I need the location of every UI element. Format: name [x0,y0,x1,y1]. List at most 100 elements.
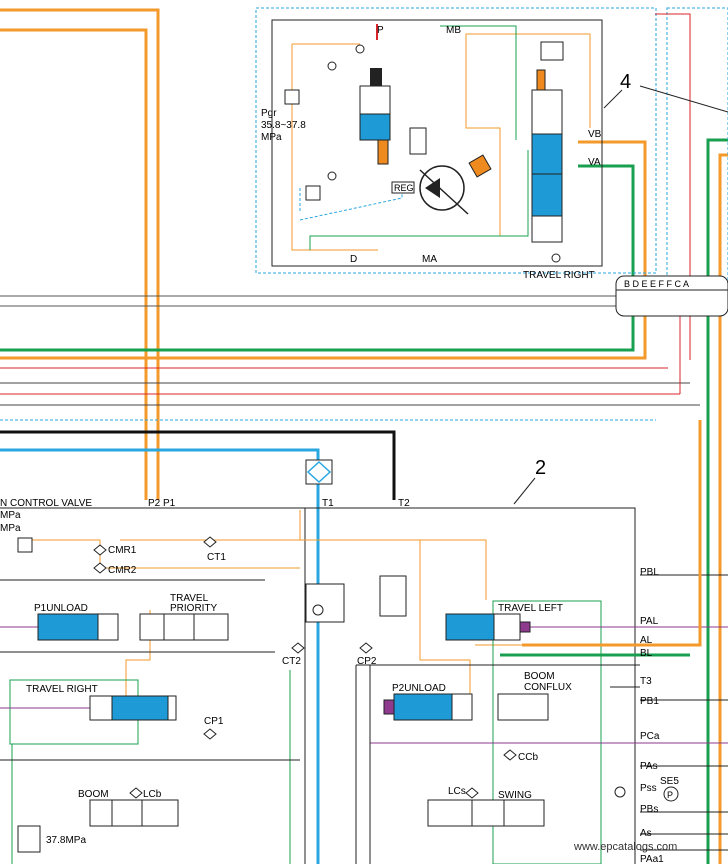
motor-variable-arrow [419,169,469,215]
label-as: As [640,828,652,839]
boom-spool [89,799,179,827]
label-cmr2: CMR2 [108,565,137,576]
check-valve [551,253,561,263]
t2-relief-valve [379,575,407,617]
label-boom-conflux-1: BOOM [524,671,555,682]
motor-orange-line [291,44,378,251]
label-pca: PCa [640,731,660,742]
p2unload-spool-white [451,693,473,721]
travel-motor-symbol [419,165,465,211]
control-valve-frame [304,507,636,864]
label-t1: T1 [322,498,334,509]
label-boom: BOOM [78,789,109,800]
label-ccb: CCb [518,752,538,763]
p1unload-spool-white [97,613,119,641]
motor-green-line [309,150,529,250]
check-valve [327,61,337,71]
label-mpa-1: MPa [0,510,21,521]
label-pss: Pss [640,783,657,794]
label-p1unload: P1UNLOAD [34,603,88,614]
label-pbs: PBs [640,804,658,815]
p2unload-spool-blue [393,693,453,721]
brake-valve-orange [377,139,389,165]
callout-2-leader [513,477,536,505]
travel-left-spool-blue [445,613,495,641]
label-pb1: PB1 [640,696,659,707]
label-control-valve: N CONTROL VALVE [0,498,92,509]
brake-valve-top [359,85,391,115]
label-se5: SE5 [660,776,679,787]
label-ct2: CT2 [282,656,301,667]
label-travel-priority-2: PRIORITY [170,603,218,614]
travel-right-spool-white [89,695,113,721]
cv-orange-line [300,539,487,600]
relief-valve-pgr [284,89,300,105]
label-lcs: LCs [448,786,466,797]
t1-check-circle [312,604,324,616]
label-mpa-2: MPa [0,523,21,534]
lcb-check [129,787,143,799]
reg-box [391,181,415,194]
label-al: AL [640,635,653,646]
label-pgr-unit: MPa [261,132,282,143]
label-vb: VB [588,129,602,140]
motor-body-frame [271,19,603,267]
cmr2-check [93,562,107,574]
brake-valve-blue [359,113,391,141]
label-swing: SWING [498,790,532,801]
tank-black-line [0,430,396,500]
counterbalance-orange [536,69,546,91]
control-valve-group: 2 [0,420,728,864]
label-pgr-range: 35.8~37.8 [261,120,306,131]
pilot-orange-line-outer [0,8,160,500]
ct1-check [203,536,217,548]
label-travel-left: TRAVEL LEFT [498,603,563,614]
counterbalance-cap [540,41,564,61]
label-travel-priority-1: TRAVEL [170,593,209,604]
label-boom-relief: 37.8MPa [46,835,86,846]
ccb-check [503,749,517,761]
cv-orange-line [120,510,301,541]
label-p2-p1: P2 P1 [148,498,176,509]
label-t2: T2 [398,498,410,509]
travel-left-spool-white [493,613,521,641]
counterbalance-blue-2 [531,173,563,217]
port-strip: B D E E F F C A [615,275,728,317]
label-lcb: LCb [143,789,162,800]
t1-check-block [305,583,345,623]
boom-relief-valve [17,825,41,853]
counterbalance-blue-1 [531,133,563,175]
cp1-check [203,728,217,740]
travel-left-cap [519,621,531,633]
label-cp1: CP1 [204,716,224,727]
motor-green-line [440,25,517,140]
callout-2-number: 2 [535,457,546,479]
label-bl: BL [640,648,653,659]
callout-4-leader [639,85,728,113]
brake-valve-cap [370,68,382,86]
label-t3: T3 [640,676,652,687]
left-gauge-block [17,537,33,553]
label-mb: MB [446,25,461,36]
travel-right-spool-white2 [167,695,177,721]
label-ma: MA [422,254,437,265]
cp2-check [359,642,373,654]
label-cp2: CP2 [357,656,377,667]
travel-priority-spool [139,613,229,641]
reg-label: REG [394,183,414,193]
travel-right-motor-group: REG P MB Pgr 35.8~37.8 MPa VB VA D MA TR… [255,7,728,394]
se5-pressure-sensor [663,786,679,802]
check-valve [355,44,365,54]
port-strip-frame [615,275,728,317]
pss-shuttle [614,786,626,798]
lcs-check [465,787,479,799]
label-pgr: Pgr [261,108,277,119]
label-travel-right-valve: TRAVEL RIGHT [26,684,98,695]
label-pbl: PBL [640,567,659,578]
label-cmr1: CMR1 [108,545,137,556]
va-green-line [0,164,635,352]
cv-orange-line [25,539,300,569]
relief-valve-lower [305,185,321,201]
label-ct1: CT1 [207,552,226,563]
